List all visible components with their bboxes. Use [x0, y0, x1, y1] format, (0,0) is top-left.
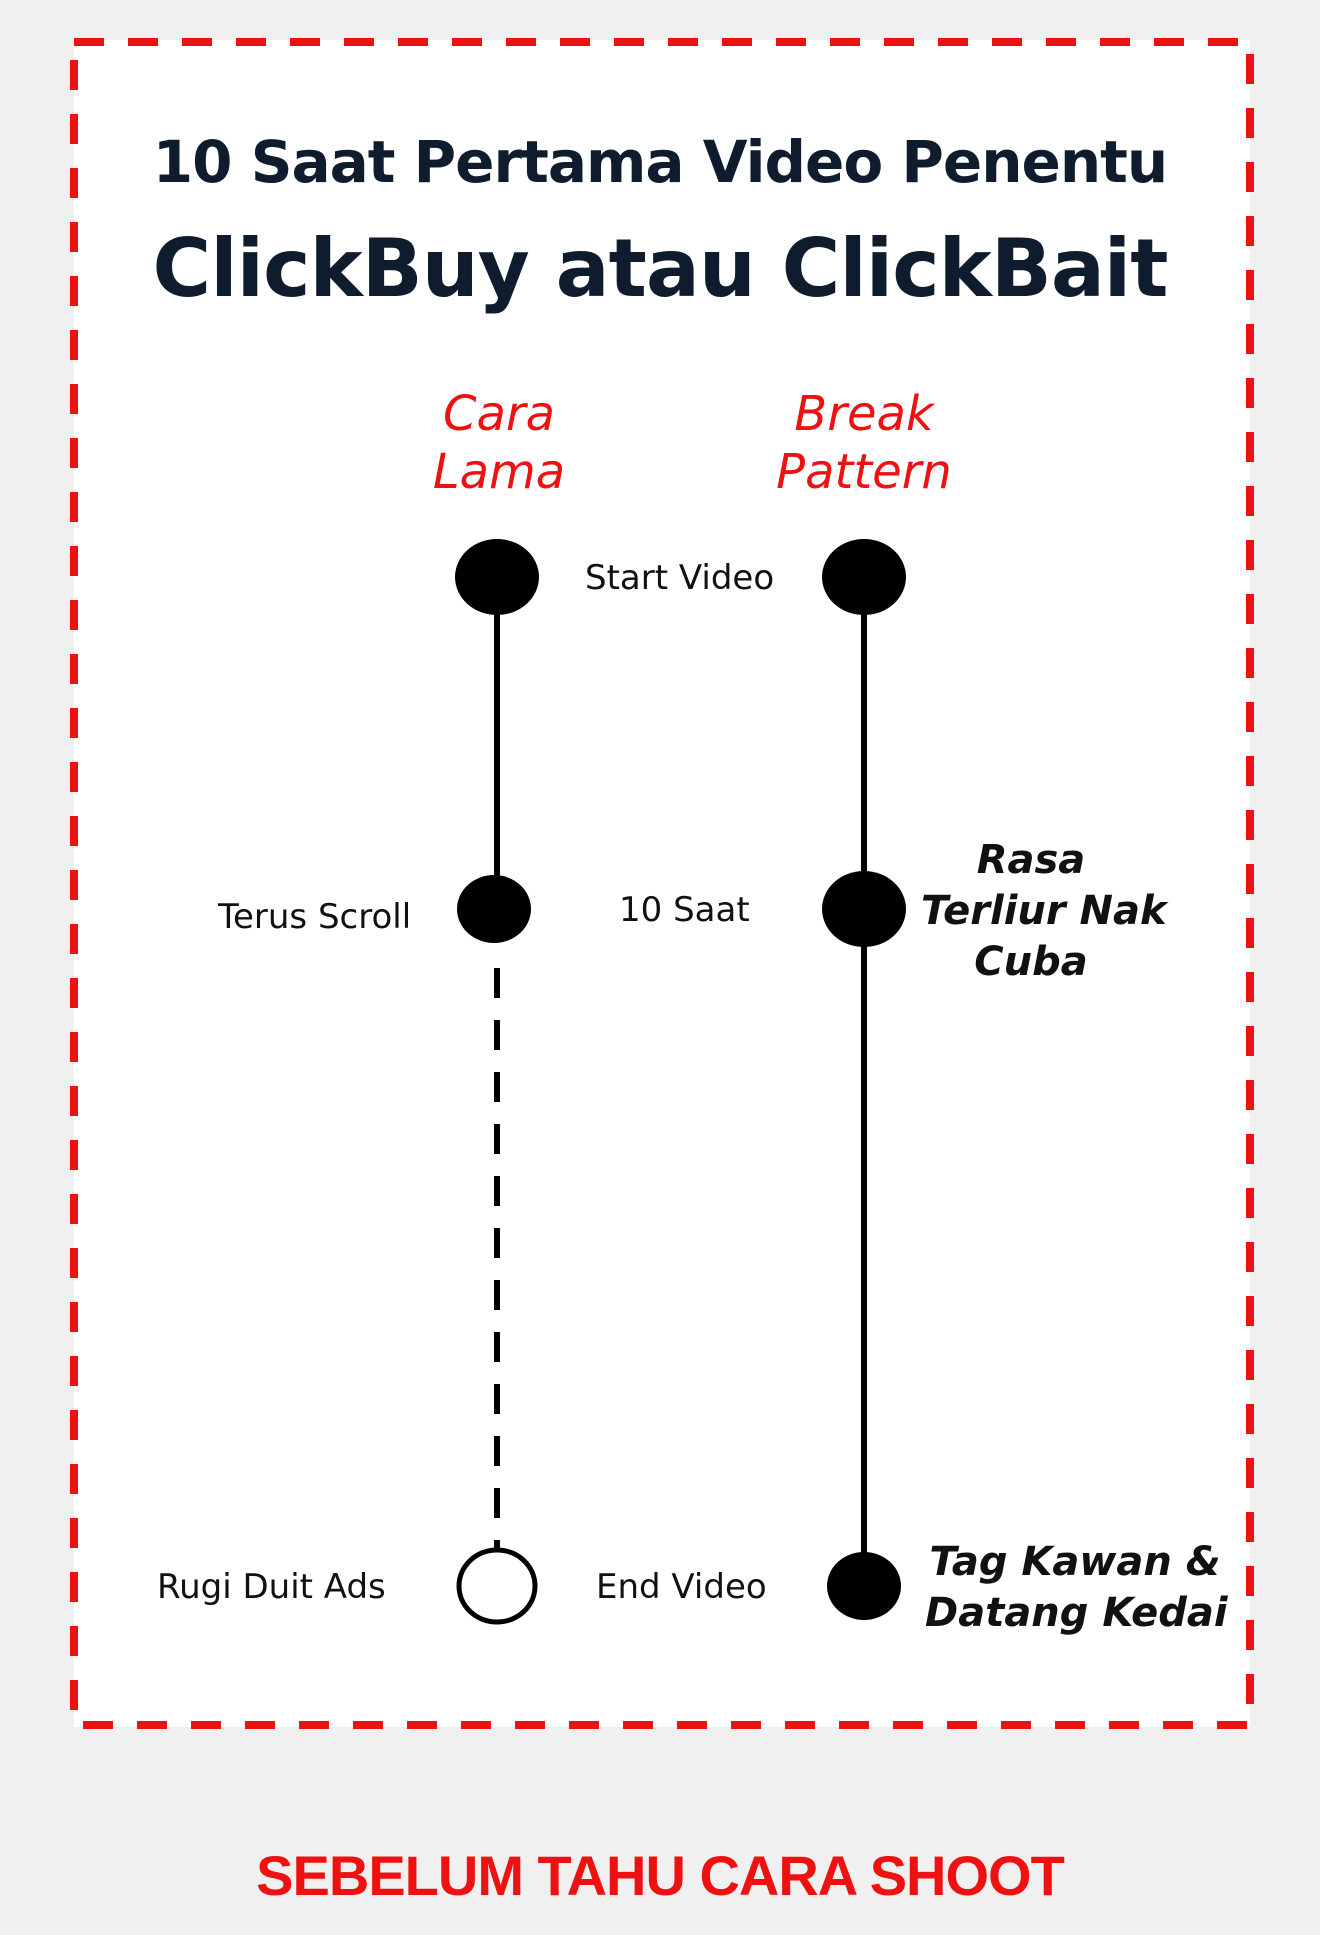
- callout-line-2: Terliur Nak: [921, 888, 1167, 934]
- left-end-node-hollow: [456, 1547, 538, 1625]
- left-ten-seconds-label: Terus Scroll: [218, 897, 412, 937]
- right-header-line-2: Pattern: [776, 444, 952, 500]
- right-column-header: Break Pattern: [714, 385, 1014, 501]
- right-start-node: [822, 539, 906, 615]
- right-end-node: [827, 1552, 901, 1620]
- left-header-line-1: Cara: [442, 386, 556, 442]
- diagram-card: [74, 40, 1250, 1727]
- left-start-node: [455, 539, 539, 615]
- callout-line-3: Cuba: [974, 939, 1088, 985]
- right-ten-seconds-callout: Rasa Terliur Nak Cuba: [921, 835, 1167, 988]
- callout-line-1: Rasa: [976, 837, 1086, 883]
- end-callout-line-2: Datang Kedai: [925, 1590, 1228, 1636]
- title-line-1: 10 Saat Pertama Video Penentu: [152, 128, 1168, 196]
- stage-label-start: Start Video: [585, 558, 775, 598]
- left-header-line-2: Lama: [432, 444, 566, 500]
- left-column-header: Cara Lama: [349, 385, 649, 501]
- footer-caption: SEBELUM TAHU CARA SHOOT: [256, 1844, 1065, 1907]
- right-ten-seconds-node: [822, 871, 906, 947]
- right-end-callout: Tag Kawan & Datang Kedai: [925, 1537, 1228, 1639]
- right-header-line-1: Break: [794, 386, 934, 442]
- end-callout-line-1: Tag Kawan &: [929, 1539, 1221, 1585]
- title-line-2: ClickBuy atau ClickBait: [152, 222, 1169, 315]
- dashed-frame: [70, 38, 1254, 1729]
- stage-label-ten-seconds: 10 Saat: [619, 890, 750, 930]
- left-ten-seconds-node: [457, 875, 531, 943]
- left-end-label: Rugi Duit Ads: [157, 1567, 386, 1607]
- stage-label-end: End Video: [596, 1567, 767, 1607]
